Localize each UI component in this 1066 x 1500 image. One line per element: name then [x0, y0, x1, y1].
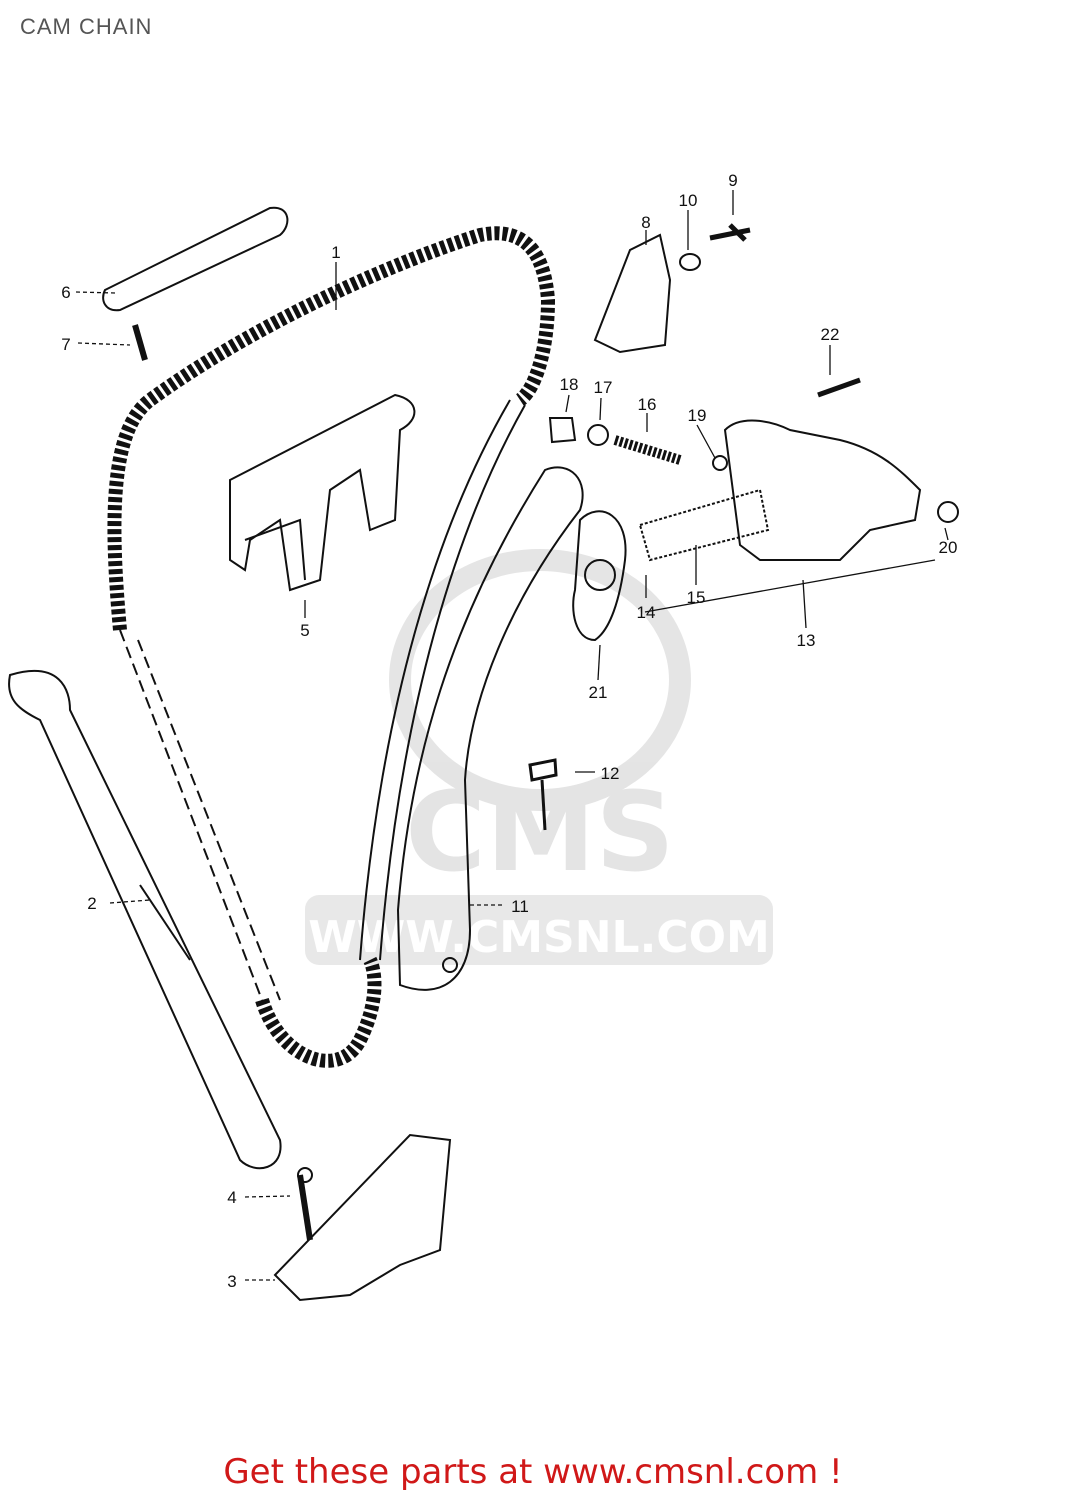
callout-7: 7: [61, 335, 70, 354]
chain-guide: [8, 669, 282, 1170]
callout-16: 16: [638, 395, 657, 414]
watermark: CMS WWW.CMSNL.COM: [305, 549, 773, 965]
callout-labels: 1 2 3 4 5 6 7 8 9 10 11 12 13 14 15 16 1…: [61, 171, 957, 1291]
watermark-brand: CMS: [405, 768, 674, 896]
callout-6: 6: [61, 283, 70, 302]
callout-1: 1: [331, 243, 340, 262]
bolt-12: [528, 758, 558, 831]
cam-chain: [107, 226, 556, 1068]
watermark-url: WWW.CMSNL.COM: [308, 912, 770, 963]
callout-9: 9: [728, 171, 737, 190]
gasket: [572, 510, 627, 642]
diagram-title: CAM CHAIN: [20, 14, 153, 39]
callout-20: 20: [939, 538, 958, 557]
callout-3: 3: [227, 1272, 236, 1291]
footer-link[interactable]: Get these parts at www.cmsnl.com !: [0, 1452, 1066, 1492]
cover-piece: [593, 223, 751, 354]
callout-13: 13: [797, 631, 816, 650]
callout-17: 17: [594, 378, 613, 397]
top-guide: [102, 206, 289, 361]
callout-14: 14: [637, 603, 656, 622]
callout-11: 11: [511, 897, 529, 916]
callout-22: 22: [821, 325, 840, 344]
guide-holder: [229, 393, 416, 592]
callout-19: 19: [688, 406, 707, 425]
callout-21: 21: [589, 683, 608, 702]
callout-4: 4: [227, 1188, 236, 1207]
callout-10: 10: [679, 191, 698, 210]
callout-18: 18: [560, 375, 579, 394]
leader-lines: [75, 190, 949, 1281]
tensioner-assembly: [548, 377, 959, 562]
tensioner-arm: [359, 399, 584, 991]
callout-5: 5: [300, 621, 309, 640]
callout-12: 12: [601, 764, 620, 783]
callout-15: 15: [687, 588, 706, 607]
footer-text[interactable]: Get these parts at www.cmsnl.com !: [223, 1452, 843, 1492]
callout-8: 8: [641, 213, 650, 232]
callout-2: 2: [87, 894, 96, 913]
bottom-guide: [273, 1133, 452, 1302]
